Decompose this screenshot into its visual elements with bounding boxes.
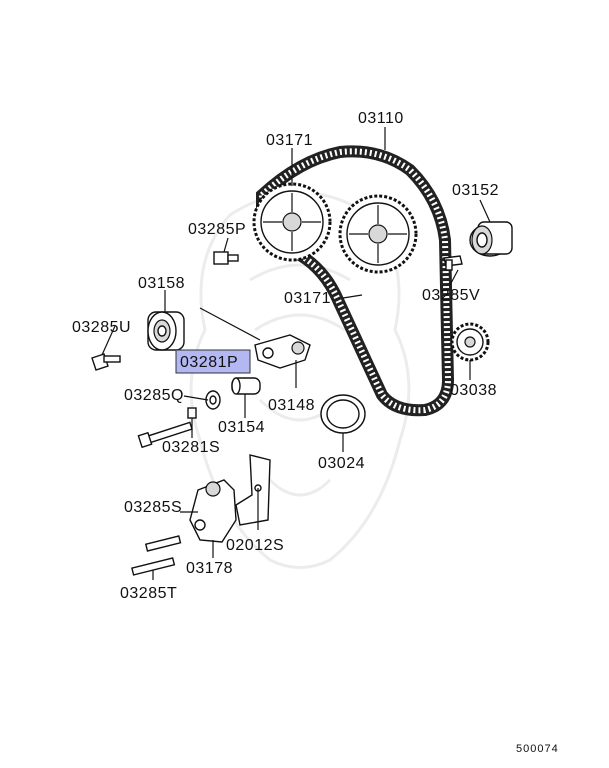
label-03110[interactable]: 03110 (358, 110, 404, 127)
label-03285T[interactable]: 03285T (120, 585, 177, 602)
bolt-03285P (213, 251, 239, 265)
auto-tensioner (189, 479, 237, 543)
bolt-03285S (144, 535, 182, 552)
leader-lines (101, 127, 491, 580)
cam-sprocket-left (252, 182, 332, 262)
label-03154[interactable]: 03154 (218, 419, 265, 436)
cam-sprocket-right (338, 194, 418, 274)
nut-03281S (187, 407, 197, 419)
label-03171-top[interactable]: 03171 (266, 132, 313, 149)
label-03178[interactable]: 03178 (186, 560, 233, 577)
idler-pulley-right (469, 221, 513, 257)
bracket (235, 454, 271, 526)
label-03281P[interactable]: 03281P (180, 354, 238, 371)
label-03285S[interactable]: 03285S (124, 499, 182, 516)
label-03158[interactable]: 03158 (138, 275, 185, 292)
tensioner-arm (254, 334, 311, 369)
label-03171-mid[interactable]: 03171 (284, 290, 331, 307)
label-03285U[interactable]: 03285U (72, 319, 131, 336)
label-03285P[interactable]: 03285P (188, 221, 246, 238)
bolt-03285V (443, 255, 463, 271)
label-03148[interactable]: 03148 (268, 397, 315, 414)
crank-sprocket (450, 322, 490, 362)
label-02012S[interactable]: 02012S (226, 537, 284, 554)
bolt-03285Q (137, 421, 193, 449)
bolt-03285T (131, 557, 176, 576)
timing-belt (256, 145, 455, 417)
label-03038[interactable]: 03038 (450, 382, 497, 399)
tensioner-pulley (147, 311, 185, 351)
washer (205, 390, 221, 410)
label-03285V[interactable]: 03285V (422, 287, 480, 304)
spacer (231, 377, 261, 395)
label-03281S[interactable]: 03281S (162, 439, 220, 456)
bolt-03285U (91, 353, 121, 371)
cover-plate (320, 394, 366, 434)
label-03285Q[interactable]: 03285Q (124, 387, 184, 404)
label-03024[interactable]: 03024 (318, 455, 365, 472)
highlight-03281P (175, 349, 251, 374)
diagram-code: 500074 (516, 743, 559, 755)
label-03152[interactable]: 03152 (452, 182, 499, 199)
